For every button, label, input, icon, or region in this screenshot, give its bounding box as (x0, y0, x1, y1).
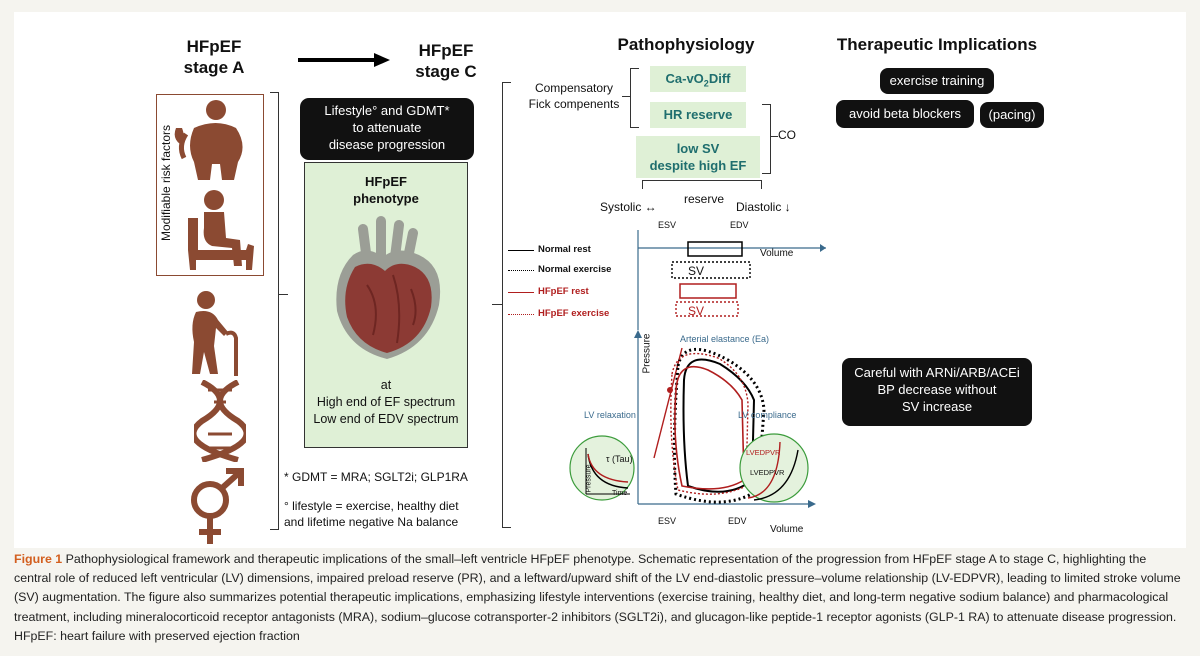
co-label: CO (778, 128, 796, 142)
normal-rest-sv-bar (687, 241, 743, 257)
volume-chart-edv-label: EDV (730, 220, 749, 230)
lifestyle-gdmt-box: Lifestyle° and GDMT* to attenuate diseas… (300, 98, 474, 160)
pathophysiology-header: Pathophysiology (617, 35, 755, 54)
obese-person-icon (174, 100, 243, 180)
pv-edv-label: EDV (728, 516, 747, 526)
arterial-elastance-label: Arterial elastance (Ea) (680, 334, 770, 344)
pv-pressure-label: Pressure (641, 333, 653, 374)
fick-bracket (630, 68, 639, 128)
sedentary-person-icon (188, 190, 254, 270)
legend: Normal rest Normal exercise HFpEF rest H… (508, 244, 638, 324)
gender-symbol-icon (191, 468, 244, 544)
hr-reserve-box: HR reserve (650, 102, 746, 128)
co-bracket (762, 104, 771, 174)
stage-c-bracket (502, 82, 511, 528)
hfpef-rest-sv-bar (679, 283, 737, 299)
inset-pressure-label: Pressure (585, 464, 593, 493)
low-sv-box: low SV despite high EF (636, 136, 760, 178)
exercise-training-pill: exercise training (880, 68, 994, 94)
legend-hfpef-exercise: HFpEF exercise (508, 308, 638, 324)
legend-normal-exercise: Normal exercise (508, 264, 638, 280)
volume-chart-esv-label: ESV (658, 220, 677, 230)
normal-exercise-sv-label: SV (688, 264, 705, 278)
inset-time-label: Time (612, 490, 628, 497)
pv-loop-chart (569, 330, 816, 508)
lv-compliance-label: LV compliance (738, 410, 797, 420)
phenotype-description: at High end of EF spectrum Low end of ED… (313, 378, 459, 426)
lv-relaxation-label: LV relaxation (584, 410, 636, 420)
systolic-label: Systolic ↔ (600, 200, 657, 214)
legend-hfpef-rest: HFpEF rest (508, 286, 638, 302)
figure-label: Figure 1 (14, 552, 63, 566)
figure-caption: Figure 1 Pathophysiological framework an… (14, 550, 1186, 646)
normal-lvedpvr-label: LVEDPVR (750, 468, 785, 477)
progression-arrow (298, 53, 390, 67)
pacing-pill: (pacing) (980, 102, 1044, 128)
hfpef-lvedpvr-label: LVEDPVR (746, 448, 781, 457)
volume-chart-axis-label: Volume (760, 248, 794, 259)
risk-factors-box (156, 94, 264, 276)
risk-factors-label: Modifiable risk factors (159, 124, 173, 242)
volume-chart (637, 230, 826, 330)
caption-text: Pathophysiological framework and therape… (14, 552, 1181, 643)
avoid-beta-blockers-pill: avoid beta blockers (836, 100, 974, 128)
diastolic-label: Diastolic ↓ (736, 200, 791, 214)
careful-arni-box: Careful with ARNi/ARB/ACEi BP decrease w… (842, 358, 1032, 426)
reserve-label: reserve (683, 192, 724, 206)
reserve-bracket (642, 180, 762, 189)
pv-volume-label: Volume (770, 524, 804, 535)
heart-icon (336, 216, 441, 359)
hfpef-exercise-sv-label: SV (688, 304, 705, 318)
gdmt-footnote: * GDMT = MRA; SGLT2i; GLP1RA (284, 470, 468, 484)
tau-label: τ (Tau) (606, 454, 633, 464)
therapeutic-header: Therapeutic Implications (836, 35, 1038, 54)
normal-exercise-sv-bar (671, 261, 751, 279)
elderly-person-icon (192, 291, 238, 376)
cav-o2-diff-box: Ca-vO2Diff (650, 66, 746, 92)
hfpef-exercise-sv-bar (675, 301, 739, 317)
legend-normal-rest: Normal rest (508, 244, 638, 260)
dna-icon (194, 380, 246, 462)
lifestyle-footnote: ° lifestyle = exercise, healthy diet and… (284, 499, 459, 529)
stage-a-bracket (270, 92, 279, 530)
compensatory-label: Compensatory Fick compenents (528, 81, 620, 111)
pv-esv-label: ESV (658, 516, 677, 526)
